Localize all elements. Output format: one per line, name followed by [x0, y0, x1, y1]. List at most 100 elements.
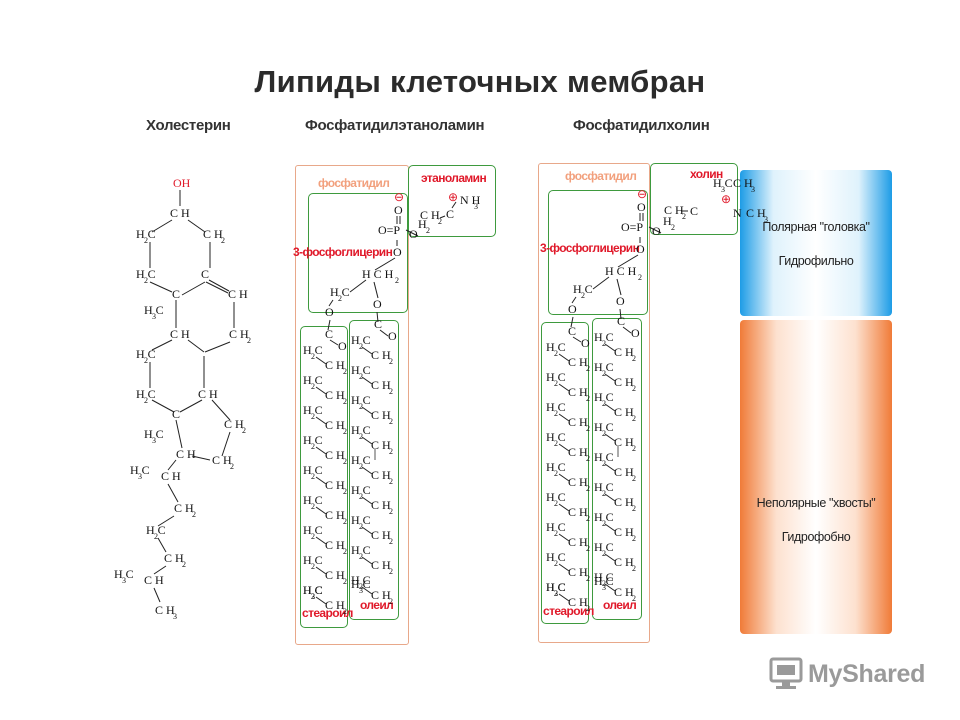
bond-line: [361, 466, 373, 475]
atom-label: ⊕: [448, 190, 458, 204]
bond-line: [558, 593, 570, 602]
atom-subscript: 2: [359, 462, 363, 471]
atom-subscript: 2: [343, 547, 347, 556]
atom-label: C H: [568, 475, 588, 489]
atom-subscript: 2: [343, 517, 347, 526]
atom-subscript: 2: [389, 477, 393, 486]
bond-line: [571, 296, 577, 304]
atom-label: H C: [130, 463, 150, 477]
atom-label: C H: [568, 505, 588, 519]
atom-label: C H: [371, 498, 391, 512]
atom-subscript: 2: [632, 354, 636, 363]
bond-line: [558, 443, 570, 452]
pe-phosphatidyl-label: фосфатидил: [318, 176, 390, 190]
atom-subscript: 2: [242, 426, 246, 435]
atom-subscript: 2: [602, 339, 606, 348]
bond-line: [619, 308, 622, 320]
atom-subscript: 2: [311, 502, 315, 511]
bond-line: [572, 336, 582, 343]
atom-subscript: 2: [182, 560, 186, 569]
bond-line: [604, 403, 616, 412]
bond-line: [373, 281, 379, 299]
atom-label: H C: [114, 567, 134, 581]
atom-subscript: 2: [602, 429, 606, 438]
atom-label: C H: [614, 525, 634, 539]
bond-line: [315, 596, 327, 605]
atom-subscript: 2: [389, 357, 393, 366]
atom-subscript: 2: [586, 424, 590, 433]
pc-oleyl-label: олеил: [603, 598, 637, 612]
atom-label: C H: [325, 358, 345, 372]
atom-label: H C: [546, 490, 566, 504]
atom-subscript: 2: [144, 276, 148, 285]
atom-subscript: 2: [602, 549, 606, 558]
bond-line: [151, 339, 173, 351]
atom-subscript: 2: [389, 567, 393, 576]
bond-line: [622, 326, 632, 334]
hydrophilic-text: Гидрофильно: [778, 254, 854, 268]
atom-label: H C: [546, 370, 566, 384]
hydrophobic-text: Гидрофобно: [781, 530, 851, 544]
atom-label: H C: [546, 340, 566, 354]
atom-label: O: [373, 297, 382, 311]
bond-line: [157, 537, 167, 553]
bond-line: [153, 565, 167, 575]
atom-subscript: 3: [311, 592, 315, 601]
atom-subscript: 2: [602, 399, 606, 408]
atom-subscript: 3: [359, 586, 363, 595]
atom-label: OH: [173, 176, 191, 190]
atom-label: O: [637, 200, 646, 214]
atom-label: O: [394, 203, 403, 217]
atom-subscript: 2: [343, 577, 347, 586]
atom-label: C H: [733, 176, 753, 190]
atom-subscript: 2: [682, 212, 686, 221]
atom-label: O: [409, 227, 418, 241]
atom-label: C H: [170, 206, 190, 220]
atom-subscript: 2: [221, 236, 225, 245]
atom-subscript: 3: [602, 583, 606, 592]
atom-label: H C: [351, 543, 371, 557]
bond-line: [327, 319, 331, 331]
atom-label: O: [616, 294, 625, 308]
atom-subscript: 2: [311, 382, 315, 391]
atom-label: C H: [614, 375, 634, 389]
pc-choline-box: [650, 163, 738, 235]
pe-phosphatidyl-box: [295, 165, 409, 645]
bond-line: [361, 586, 373, 595]
bond-line: [167, 459, 177, 471]
atom-subscript: 2: [359, 522, 363, 531]
atom-label: H C: [351, 483, 371, 497]
atom-subscript: 2: [343, 427, 347, 436]
atom-label: C H: [325, 388, 345, 402]
pc-oleyl-box: [592, 318, 642, 620]
atom-label: H C: [303, 553, 323, 567]
atom-subscript: 2: [230, 462, 234, 471]
atom-subscript: 2: [554, 379, 558, 388]
atom-label: C H: [568, 385, 588, 399]
atom-subscript: 2: [144, 356, 148, 365]
bond-line: [315, 356, 327, 365]
section-title-cholesterol: Холестерин: [146, 117, 231, 134]
atom-label: H C: [303, 493, 323, 507]
nonpolar-tails-panel: Неполярные "хвосты" Гидрофобно: [740, 320, 892, 634]
atom-label: C H: [371, 588, 391, 602]
atom-label: H C: [303, 523, 323, 537]
pe-stearoyl-box: [300, 326, 348, 628]
atom-subscript: 2: [359, 582, 363, 591]
atom-label: H C: [594, 450, 614, 464]
atom-label: C: [325, 327, 333, 341]
atom-label: H C: [594, 360, 614, 374]
atom-subscript: 2: [311, 412, 315, 421]
bond-line: [648, 226, 662, 234]
bond-line: [181, 281, 206, 296]
pc-choline-label: холин: [690, 167, 723, 181]
atom-label: C H: [224, 417, 244, 431]
pe-ethanolamine-box: [408, 165, 496, 237]
atom-label: C H: [170, 327, 190, 341]
atom-subscript: 2: [389, 387, 393, 396]
atom-subscript: 2: [554, 469, 558, 478]
atom-label: H C: [546, 580, 566, 594]
atom-label: H C: [303, 583, 323, 597]
atom-label: C: [172, 407, 180, 421]
atom-label: H C H: [605, 264, 637, 278]
